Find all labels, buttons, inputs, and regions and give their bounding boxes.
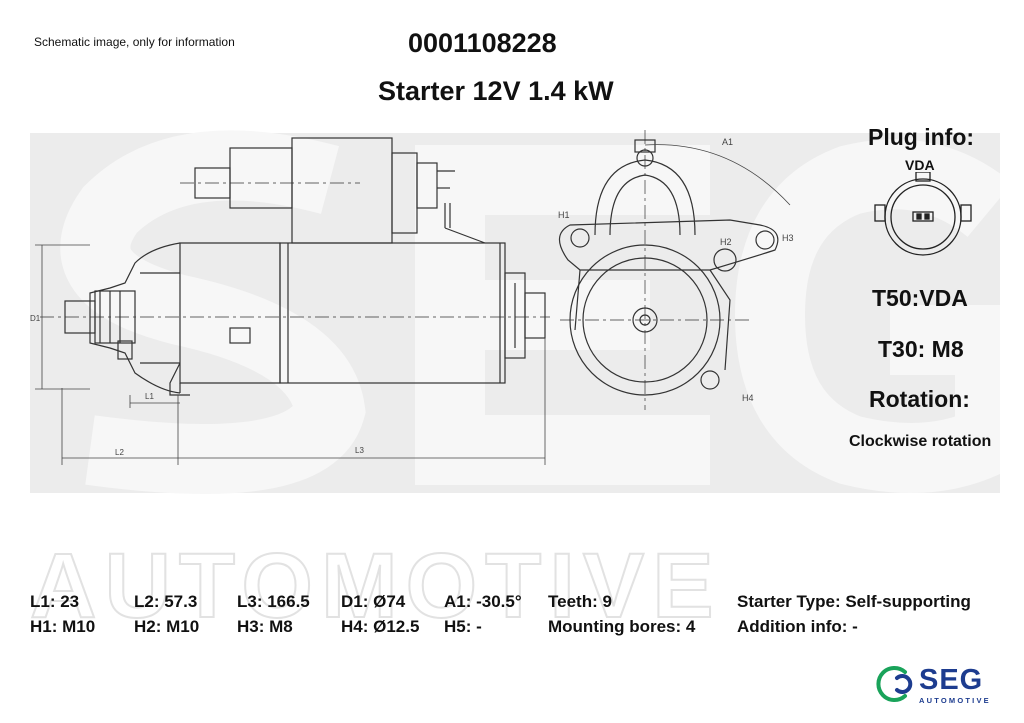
spec-l2: L2: 57.3: [134, 592, 198, 611]
watermark-automotive: AUTOMOTIVE: [30, 545, 722, 625]
t30-terminal: T30: M8: [878, 336, 964, 362]
label-a1: A1: [722, 137, 733, 147]
spec-h1: H1: M10: [30, 617, 96, 636]
seg-logo-subtext: AUTOMOTIVE: [919, 696, 991, 705]
label-h3: H3: [782, 233, 794, 243]
spec-h4: H4: Ø12.5: [341, 617, 420, 636]
label-l1: L1: [145, 392, 154, 401]
spec-starter-type: Starter Type: Self-supporting: [737, 592, 971, 611]
part-number: 0001108228: [408, 28, 557, 58]
spec-h5: H5: -: [444, 617, 482, 636]
rotation-title: Rotation:: [869, 386, 970, 412]
spec-h3: H3: M8: [237, 617, 293, 636]
spec-a1: A1: -30.5°: [444, 592, 522, 611]
spec-d1: D1: Ø74: [341, 592, 406, 611]
product-title: Starter 12V 1.4 kW: [378, 76, 614, 106]
spec-addition-info: Addition info: -: [737, 617, 858, 636]
plug-connector-icon: [874, 172, 972, 256]
disclaimer-text: Schematic image, only for information: [34, 35, 235, 49]
starter-front-view-drawing: A1 H1 H2 H3 H4: [558, 130, 794, 410]
spec-l1: L1: 23: [30, 592, 80, 611]
label-h4: H4: [742, 393, 754, 403]
label-d1: D1: [30, 314, 41, 323]
plug-type: VDA: [905, 157, 935, 173]
t50-terminal: T50:VDA: [872, 285, 968, 311]
label-h2: H2: [720, 237, 732, 247]
seg-logo-text: SEG: [919, 664, 984, 696]
spec-mounting-bores: Mounting bores: 4: [548, 617, 696, 636]
label-l3: L3: [355, 446, 364, 455]
starter-side-view-drawing: D1 L1 L2 L3: [30, 137, 550, 465]
plug-info-title: Plug info:: [868, 124, 975, 150]
spec-teeth: Teeth: 9: [548, 592, 612, 611]
label-h1: H1: [558, 210, 570, 220]
label-l2: L2: [115, 448, 124, 457]
spec-l3: L3: 166.5: [237, 592, 310, 611]
spec-h2: H2: M10: [134, 617, 200, 636]
watermark-automotive-text: AUTOMOTIVE: [30, 545, 722, 625]
rotation-value: Clockwise rotation: [849, 433, 992, 450]
seg-logo-icon: [876, 666, 913, 702]
